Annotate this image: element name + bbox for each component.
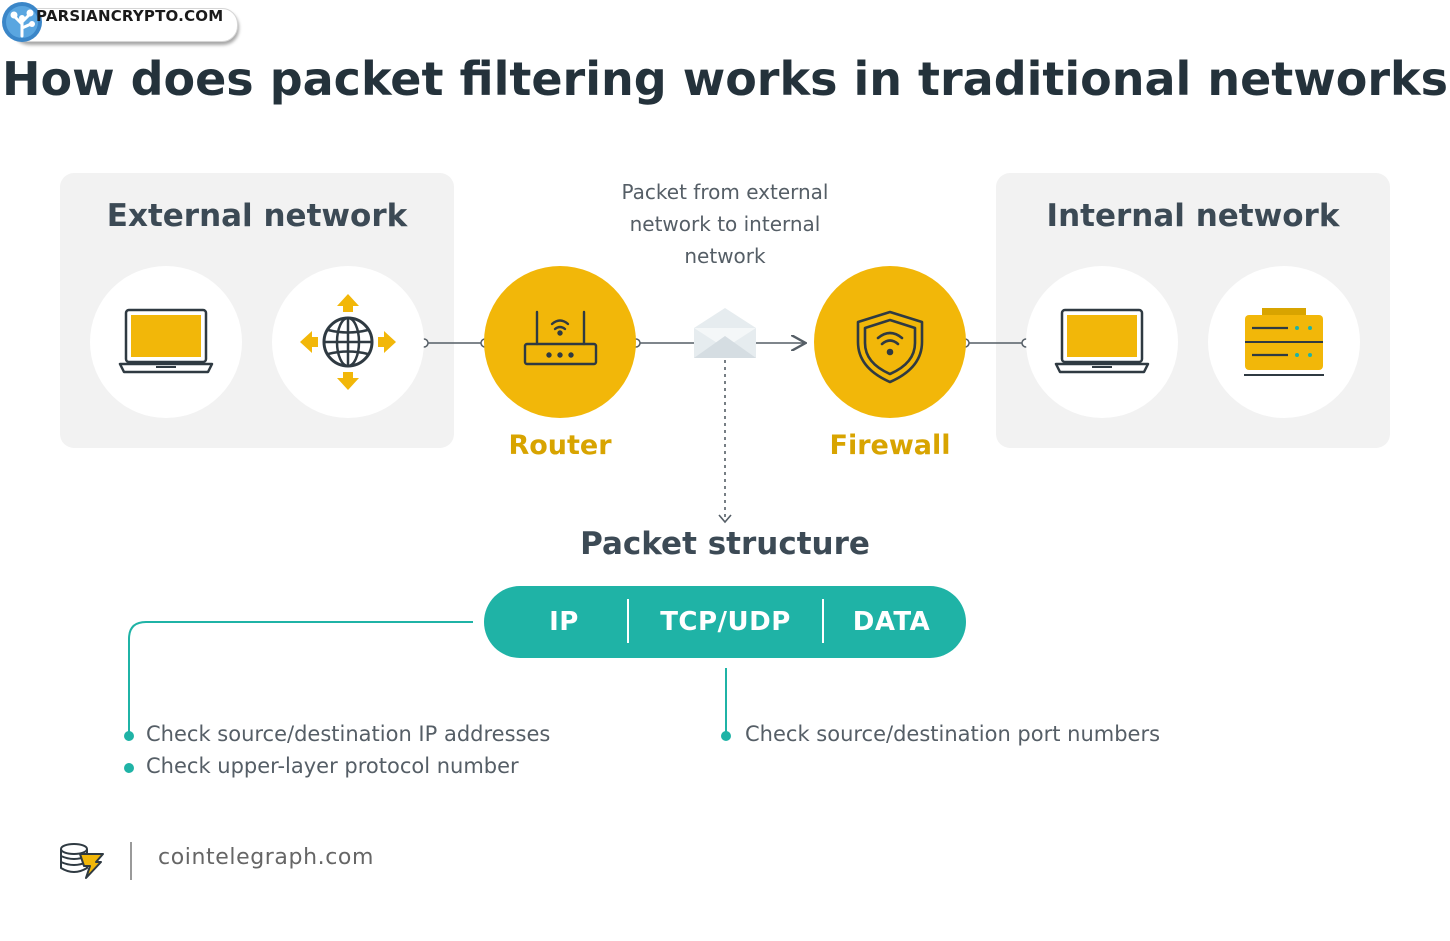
segment-ip: IP: [549, 607, 579, 637]
firewall-circle: [814, 266, 966, 418]
envelope-icon: [694, 308, 756, 358]
ip-check-connector: [128, 621, 473, 735]
segment-divider: [627, 599, 629, 643]
ip-check-item: Check source/destination IP addresses: [146, 722, 551, 746]
segment-tcp-udp: TCP/UDP: [660, 607, 791, 637]
firewall-label: Firewall: [829, 430, 951, 461]
segment-data: DATA: [852, 607, 931, 637]
router-circle: [484, 266, 636, 418]
page-title: How does packet filtering works in tradi…: [1, 52, 1449, 106]
check-bullets: [124, 731, 731, 773]
shield-wifi-icon: [856, 310, 924, 384]
ip-check-item: Check upper-layer protocol number: [146, 754, 519, 778]
globe-arrows-icon: [300, 294, 396, 390]
internal-network-title: Internal network: [1046, 198, 1340, 234]
external-network-title: External network: [106, 198, 408, 234]
site-badge: [12, 8, 238, 42]
router-icon: [523, 310, 598, 366]
footer-text: cointelegraph.com: [158, 845, 374, 870]
cointelegraph-logo-icon: [60, 843, 104, 879]
tcp-check-item: Check source/destination port numbers: [745, 722, 1161, 746]
laptop-icon: [1054, 308, 1150, 374]
connector-lines: [424, 343, 1026, 524]
server-icon: [1244, 308, 1324, 376]
badge-text: PARSIANCRYPTO.COM: [36, 7, 224, 25]
footer-divider: [130, 842, 132, 880]
segment-divider: [822, 599, 824, 643]
packet-caption: Packet from external network to internal…: [621, 180, 829, 268]
packet-structure-title: Packet structure: [580, 526, 870, 562]
router-label: Router: [508, 430, 612, 461]
packet-structure-bar: [484, 586, 966, 658]
parsiancrypto-logo-icon: [2, 2, 42, 42]
laptop-icon: [118, 308, 214, 374]
